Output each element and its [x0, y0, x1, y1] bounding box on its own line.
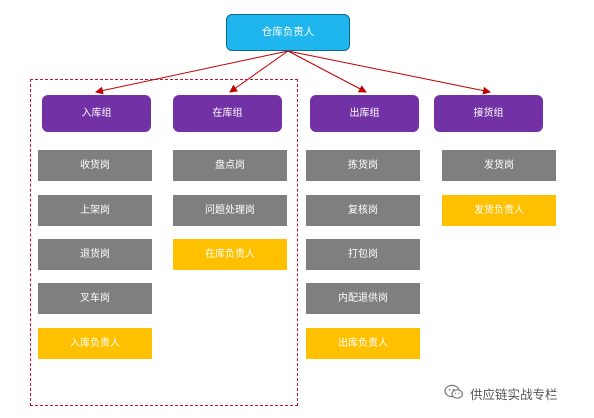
role-node-outbound-3: 打包岗: [306, 239, 420, 270]
role-label: 内配退供岗: [338, 293, 388, 304]
role-node-receiving-1: 发货岗: [442, 150, 556, 181]
root-node-warehouse-manager: 仓库负责人: [226, 14, 350, 51]
role-label: 收货岗: [80, 160, 110, 171]
group-node-storage: 在库组: [173, 95, 282, 132]
connector-to-outbound-group: [287, 50, 367, 93]
role-node-outbound-1: 拣货岗: [306, 150, 420, 181]
role-label: 问题处理岗: [205, 205, 255, 216]
lead-label: 发货负责人: [474, 205, 524, 216]
root-node-label: 仓库负责人: [261, 25, 315, 38]
role-label: 拣货岗: [348, 160, 378, 171]
role-node-inbound-3: 退货岗: [38, 239, 152, 270]
lead-node-inbound: 入库负责人: [38, 328, 152, 359]
role-label: 打包岗: [348, 249, 378, 260]
lead-label: 在库负责人: [205, 249, 255, 260]
role-label: 盘点岗: [215, 160, 245, 171]
watermark: 供应链实战专栏: [444, 384, 558, 403]
role-node-storage-1: 盘点岗: [173, 150, 287, 181]
lead-label: 出库负责人: [338, 338, 388, 349]
watermark-text: 供应链实战专栏: [470, 387, 558, 402]
role-label: 发货岗: [484, 160, 514, 171]
group-node-inbound: 入库组: [42, 95, 151, 132]
role-node-storage-2: 问题处理岗: [173, 195, 287, 226]
wechat-icon: [444, 384, 464, 403]
group-label-receiving: 接货组: [473, 108, 504, 119]
lead-node-storage: 在库负责人: [173, 239, 287, 270]
lead-label: 入库负责人: [70, 338, 120, 349]
group-label-inbound: 入库组: [81, 108, 112, 119]
connector-to-inbound-group: [95, 50, 289, 95]
role-node-inbound-2: 上架岗: [38, 195, 152, 226]
group-label-storage: 在库组: [212, 108, 243, 119]
connector-to-storage-group: [229, 50, 289, 93]
role-node-inbound-1: 收货岗: [38, 150, 152, 181]
group-label-outbound: 出库组: [349, 108, 380, 119]
role-label: 退货岗: [80, 249, 110, 260]
role-node-inbound-4: 叉车岗: [38, 283, 152, 314]
role-node-outbound-2: 复核岗: [306, 195, 420, 226]
group-node-outbound: 出库组: [310, 95, 419, 132]
group-node-receiving: 接货组: [434, 95, 543, 132]
inbound-highlight-frame: [30, 79, 298, 406]
lead-node-receiving: 发货负责人: [442, 195, 556, 226]
lead-node-outbound: 出库负责人: [306, 328, 420, 359]
connector-to-receiving-group: [287, 50, 491, 95]
role-label: 上架岗: [80, 205, 110, 216]
role-node-outbound-4: 内配退供岗: [306, 283, 420, 314]
role-label: 复核岗: [348, 205, 378, 216]
role-label: 叉车岗: [80, 293, 110, 304]
